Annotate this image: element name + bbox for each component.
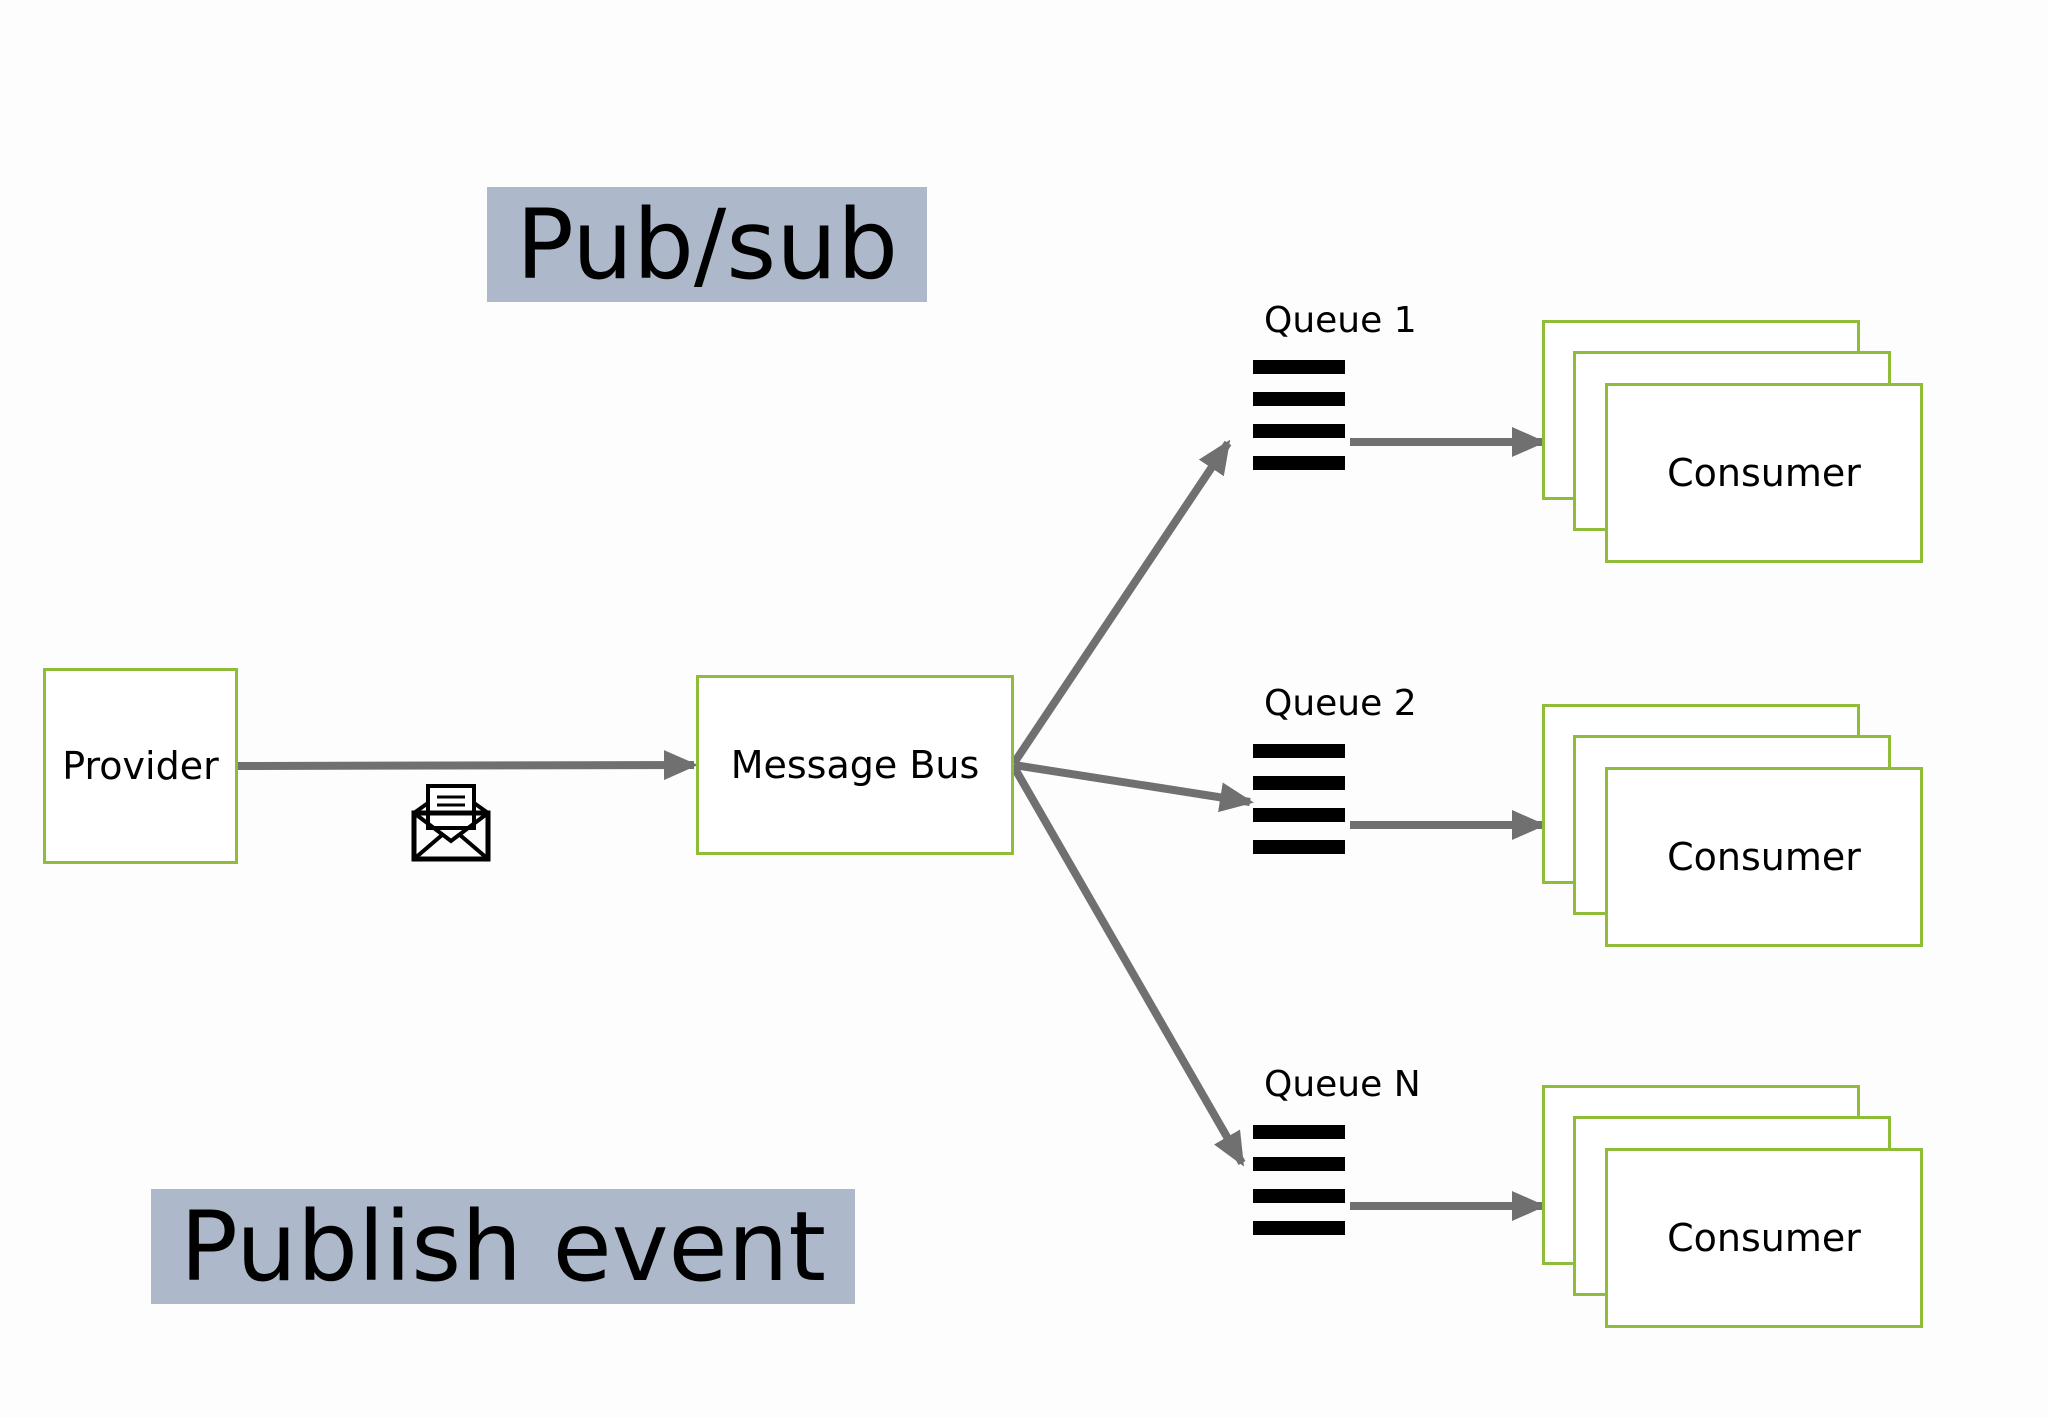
consumer-box: Consumer [1605, 1148, 1923, 1328]
provider-label: Provider [62, 744, 219, 788]
queue-bar [1253, 1125, 1345, 1139]
queue-bar [1253, 424, 1345, 438]
queue-bars-icon [1253, 1125, 1345, 1253]
queue-1-label: Queue 1 [1264, 300, 1417, 341]
consumer-box: Consumer [1605, 383, 1923, 563]
consumer-label: Consumer [1667, 1216, 1861, 1260]
queue-n-label: Queue N [1264, 1064, 1421, 1105]
bus-to-queue-2-arrow [1013, 761, 1254, 813]
envelope-icon [411, 784, 491, 862]
queue-bar [1253, 1189, 1345, 1203]
queue-bars-icon [1253, 744, 1345, 872]
queue-bar [1253, 392, 1345, 406]
consumer-box: Consumer [1605, 767, 1923, 947]
queue-bar [1253, 360, 1345, 374]
provider-box: Provider [43, 668, 238, 864]
queue-bar [1253, 744, 1345, 758]
queue-bar [1253, 840, 1345, 854]
queue-bar [1253, 808, 1345, 822]
bus-to-queue-n-arrow [1010, 765, 1246, 1167]
queue-bar [1253, 456, 1345, 470]
bus-to-queue-1-arrow [1010, 439, 1232, 766]
consumer-label: Consumer [1667, 451, 1861, 495]
consumer-label: Consumer [1667, 835, 1861, 879]
message-bus-label: Message Bus [730, 743, 980, 787]
provider-to-bus-arrow [237, 750, 698, 781]
diagram-caption: Publish event [151, 1189, 855, 1304]
queue-2-label: Queue 2 [1264, 683, 1417, 724]
queue-bar [1253, 1221, 1345, 1235]
queue-bars-icon [1253, 360, 1345, 488]
queue-bar [1253, 1157, 1345, 1171]
message-bus-box: Message Bus [696, 675, 1014, 855]
queue-bar [1253, 776, 1345, 790]
diagram-title: Pub/sub [487, 187, 927, 302]
